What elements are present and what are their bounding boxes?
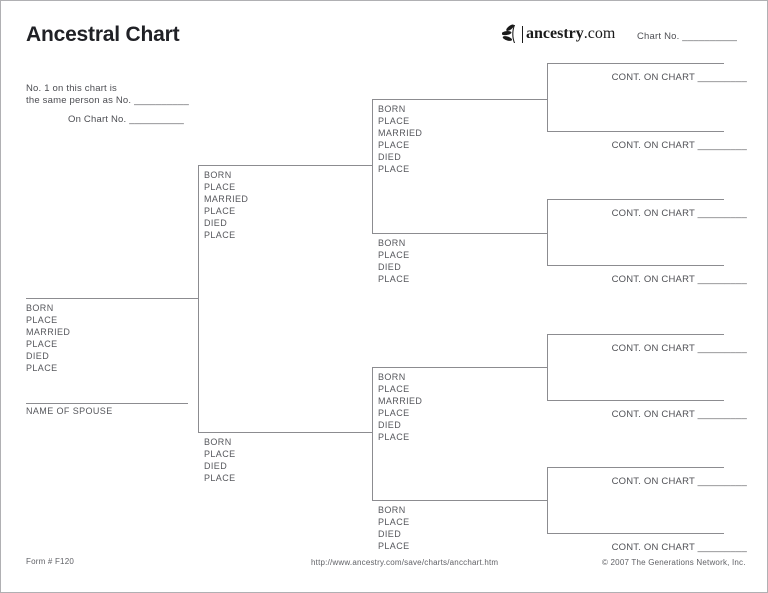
field-label: PLACE bbox=[204, 182, 236, 192]
field-label: DIED bbox=[378, 262, 402, 272]
gen3-bracket-2-connector-line bbox=[547, 199, 548, 266]
paternal-grandfather-fields: BORN PLACE MARRIED PLACE DIED PLACE bbox=[378, 103, 422, 175]
field-label: DIED bbox=[378, 420, 402, 430]
person1-name-line bbox=[26, 298, 198, 299]
great-grandparent-3-name-line bbox=[547, 199, 724, 200]
maternal-grandfather-fields: BORN PLACE MARRIED PLACE DIED PLACE bbox=[378, 371, 422, 443]
ancestry-leaf-icon bbox=[502, 24, 516, 43]
brand-wordmark: ancestry.com bbox=[526, 25, 615, 43]
father-name-line bbox=[198, 165, 373, 166]
maternal-grandmother-name-line bbox=[372, 500, 548, 501]
cont-on-chart-1: CONT. ON CHART _________ bbox=[611, 72, 747, 83]
great-grandparent-1-name-line bbox=[547, 63, 724, 64]
cont-on-chart-8: CONT. ON CHART _________ bbox=[611, 542, 747, 553]
field-label: PLACE bbox=[204, 473, 236, 483]
gen3-bracket-4-connector-line bbox=[547, 467, 548, 534]
field-label: BORN bbox=[204, 170, 232, 180]
great-grandparent-7-name-line bbox=[547, 467, 724, 468]
maternal-grandfather-name-line bbox=[372, 367, 548, 368]
person1-fields: BORN PLACE MARRIED PLACE DIED PLACE bbox=[26, 302, 70, 374]
field-label: MARRIED bbox=[378, 128, 423, 138]
field-label: PLACE bbox=[204, 230, 236, 240]
cont-on-chart-2: CONT. ON CHART _________ bbox=[611, 140, 747, 151]
field-label: BORN bbox=[378, 505, 406, 515]
form-number: Form # F120 bbox=[26, 557, 74, 566]
field-label: PLACE bbox=[378, 384, 410, 394]
mother-name-line bbox=[198, 432, 373, 433]
gen1-connector-line bbox=[198, 165, 199, 432]
great-grandparent-8-name-line bbox=[547, 533, 724, 534]
field-label: MARRIED bbox=[378, 396, 423, 406]
father-fields: BORN PLACE MARRIED PLACE DIED PLACE bbox=[204, 169, 248, 241]
field-label: DIED bbox=[204, 218, 228, 228]
field-label: DIED bbox=[26, 351, 50, 361]
copyright-notice: © 2007 The Generations Network, Inc. bbox=[602, 558, 746, 567]
great-grandparent-2-name-line bbox=[547, 131, 724, 132]
field-label: PLACE bbox=[378, 116, 410, 126]
brand-name: ancestry bbox=[526, 25, 584, 42]
chart-no-field: Chart No. __________ bbox=[637, 31, 738, 42]
field-label: PLACE bbox=[378, 164, 410, 174]
field-label: DIED bbox=[378, 529, 402, 539]
great-grandparent-6-name-line bbox=[547, 400, 724, 401]
field-label: PLACE bbox=[378, 541, 410, 551]
field-label: DIED bbox=[204, 461, 228, 471]
field-label: BORN bbox=[378, 238, 406, 248]
field-label: MARRIED bbox=[204, 194, 249, 204]
field-label: PLACE bbox=[378, 140, 410, 150]
field-label: PLACE bbox=[378, 250, 410, 260]
cont-on-chart-6: CONT. ON CHART _________ bbox=[611, 409, 747, 420]
field-label: BORN bbox=[26, 303, 54, 313]
field-label: PLACE bbox=[378, 408, 410, 418]
paternal-grandfather-name-line bbox=[372, 99, 548, 100]
field-label: PLACE bbox=[378, 274, 410, 284]
field-label: PLACE bbox=[26, 315, 58, 325]
logo-divider bbox=[522, 25, 523, 43]
field-label: MARRIED bbox=[26, 327, 71, 337]
field-label: PLACE bbox=[26, 363, 58, 373]
field-label: PLACE bbox=[204, 206, 236, 216]
cont-on-chart-7: CONT. ON CHART _________ bbox=[611, 476, 747, 487]
field-label: PLACE bbox=[378, 432, 410, 442]
footer-url: http://www.ancestry.com/save/charts/ancc… bbox=[311, 558, 499, 567]
field-label: PLACE bbox=[26, 339, 58, 349]
ancestry-logo: ancestry.com bbox=[502, 23, 615, 45]
gen3-bracket-3-connector-line bbox=[547, 334, 548, 401]
maternal-gen2-connector-line bbox=[372, 367, 373, 501]
cont-on-chart-5: CONT. ON CHART _________ bbox=[611, 343, 747, 354]
field-label: BORN bbox=[378, 372, 406, 382]
note-line-2: the same person as No. __________ bbox=[26, 95, 189, 106]
field-label: BORN bbox=[378, 104, 406, 114]
page-title: Ancestral Chart bbox=[26, 23, 180, 46]
note-line-1: No. 1 on this chart is bbox=[26, 83, 117, 94]
field-label: PLACE bbox=[204, 449, 236, 459]
spouse-name-line bbox=[26, 403, 188, 404]
field-label: PLACE bbox=[378, 517, 410, 527]
paternal-grandmother-fields: BORN PLACE DIED PLACE bbox=[378, 237, 410, 285]
field-label: BORN bbox=[204, 437, 232, 447]
cont-on-chart-4: CONT. ON CHART _________ bbox=[611, 274, 747, 285]
note-on-chart: On Chart No. __________ bbox=[68, 114, 185, 125]
field-label: DIED bbox=[378, 152, 402, 162]
cont-on-chart-3: CONT. ON CHART _________ bbox=[611, 208, 747, 219]
gen3-bracket-1-connector-line bbox=[547, 63, 548, 132]
brand-suffix: .com bbox=[583, 25, 616, 42]
paternal-grandmother-name-line bbox=[372, 233, 548, 234]
paternal-gen2-connector-line bbox=[372, 99, 373, 234]
great-grandparent-4-name-line bbox=[547, 265, 724, 266]
maternal-grandmother-fields: BORN PLACE DIED PLACE bbox=[378, 504, 410, 552]
spouse-label: NAME OF SPOUSE bbox=[26, 406, 113, 416]
mother-fields: BORN PLACE DIED PLACE bbox=[204, 436, 236, 484]
great-grandparent-5-name-line bbox=[547, 334, 724, 335]
